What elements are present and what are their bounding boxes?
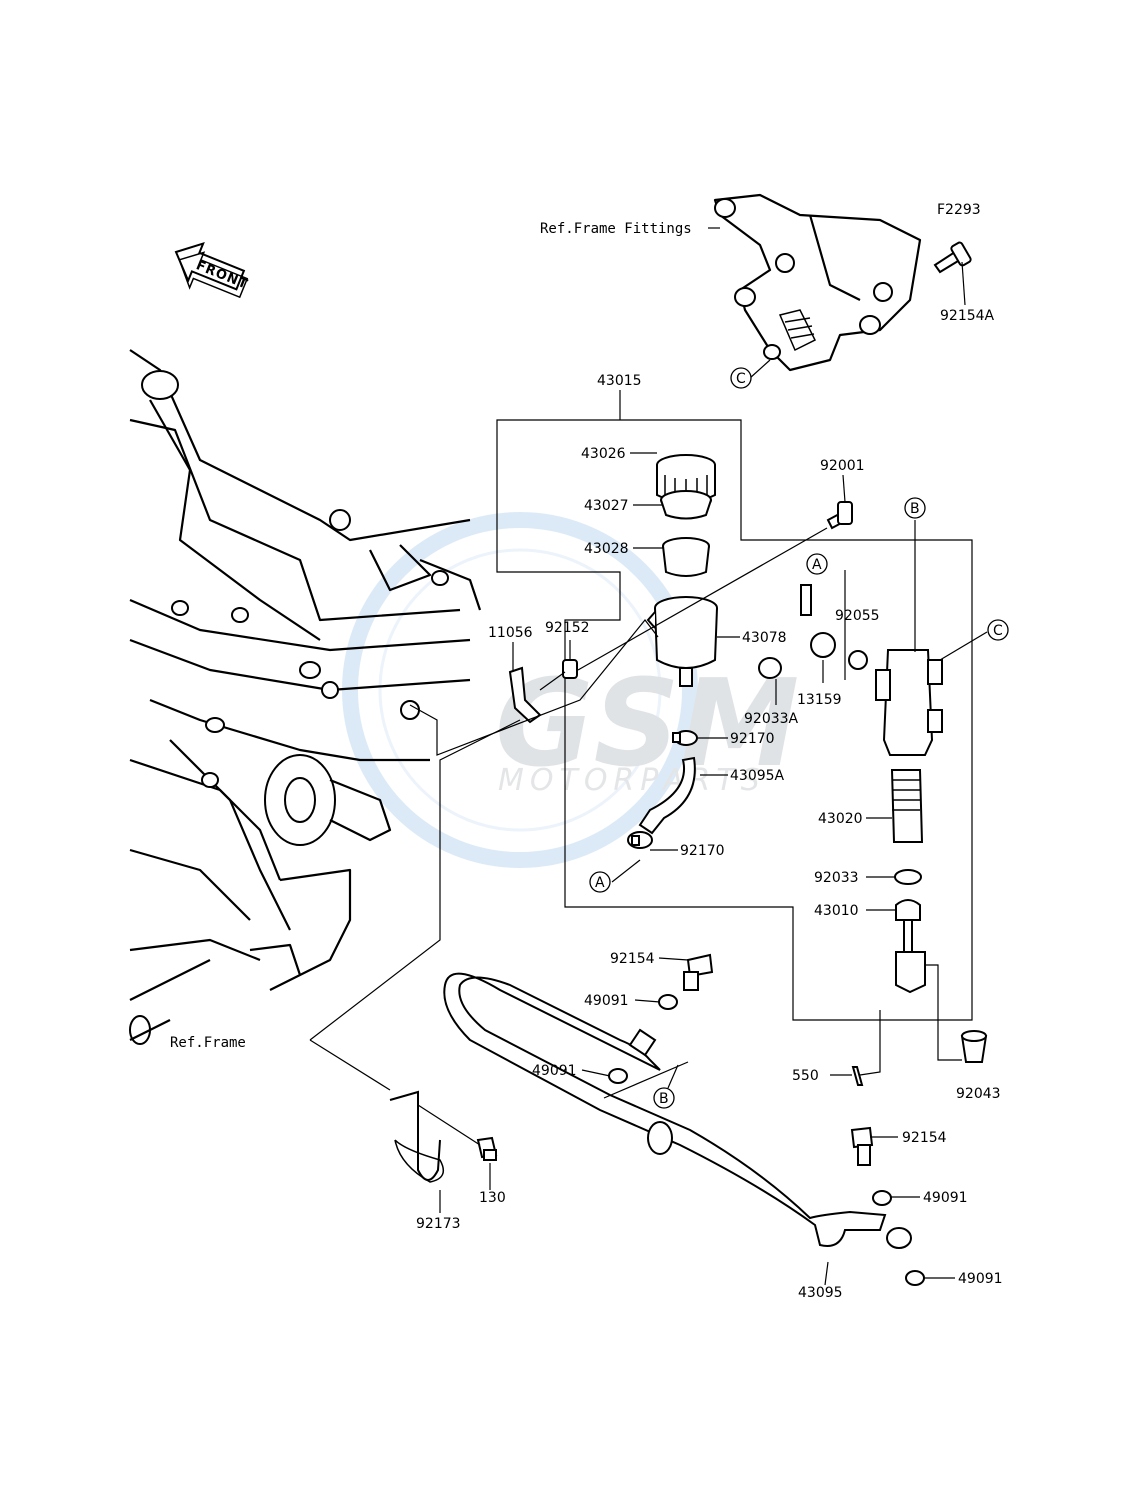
bolt-92154A (933, 241, 972, 274)
part-92033A: 92033A (744, 711, 799, 727)
part-92033: 92033 (814, 870, 859, 886)
part-130: 130 (479, 1190, 506, 1206)
front-arrow-icon: FRONT (174, 241, 250, 299)
banjo-bolt-92154-upper (683, 953, 714, 991)
motorcycle-frame (129, 349, 482, 1045)
clamp-92170-lower (627, 831, 653, 849)
part-92152: 92152 (545, 620, 590, 636)
washer-49091-b (608, 1068, 628, 1084)
pin-92043 (960, 1030, 988, 1063)
cotter-pin-550 (851, 1066, 864, 1086)
part-92001: 92001 (820, 458, 865, 474)
part-92154A: 92154A (940, 308, 995, 324)
watermark-subtitle: MOTORPARTS (498, 763, 766, 798)
watermark-brand: GSM (495, 655, 799, 794)
part-49091-a: 49091 (584, 993, 629, 1009)
fitting-13159 (800, 584, 836, 658)
part-49091-d: 49091 (958, 1271, 1003, 1287)
watermark: GSM MOTORPARTS (342, 512, 799, 868)
bolt-92001 (826, 501, 853, 530)
part-49091-b: 49091 (532, 1063, 577, 1079)
part-43020: 43020 (818, 811, 863, 827)
callout-a-upper: A (806, 553, 828, 575)
master-cylinder-body (875, 649, 943, 756)
circlip-92033A (758, 657, 782, 679)
part-43027: 43027 (584, 498, 629, 514)
o-ring-92055 (848, 650, 868, 670)
part-43095A: 43095A (730, 768, 785, 784)
part-43078: 43078 (742, 630, 787, 646)
washer-49091-d (905, 1270, 925, 1286)
part-43095: 43095 (798, 1285, 843, 1301)
ref-frame-fittings: Ref.Frame Fittings (540, 221, 692, 237)
part-43010: 43010 (814, 903, 859, 919)
brake-hose-43095 (443, 972, 912, 1249)
diaphragm-43028 (662, 537, 710, 577)
banjo-bolt-92154-lower (850, 1126, 874, 1166)
callout-c-upper-label: C (736, 371, 746, 387)
callout-b-upper: B (904, 497, 926, 519)
part-11056: 11056 (488, 625, 533, 641)
callout-a-lower: A (589, 871, 611, 893)
diaphragm-plate-43027 (660, 490, 712, 520)
part-43026: 43026 (581, 446, 626, 462)
part-550: 550 (792, 1068, 819, 1084)
push-rod-43010 (895, 899, 926, 994)
washer-49091-a (658, 994, 678, 1010)
part-43028: 43028 (584, 541, 629, 557)
part-92170-upper: 92170 (730, 731, 775, 747)
circlip-92033 (894, 869, 922, 885)
washer-49091-c (872, 1190, 892, 1206)
part-92170-lower: 92170 (680, 843, 725, 859)
callout-a-lower-label: A (595, 875, 605, 891)
part-49091-c: 49091 (923, 1190, 968, 1206)
part-92043: 92043 (956, 1086, 1001, 1102)
clamp-92170-upper (672, 730, 698, 746)
part-92055: 92055 (835, 608, 880, 624)
part-92154-upper: 92154 (610, 951, 655, 967)
part-43015: 43015 (597, 373, 642, 389)
spacer-92152 (562, 659, 578, 679)
bolt-130 (476, 1136, 498, 1161)
part-92173: 92173 (416, 1216, 461, 1232)
callout-b-lower-label: B (659, 1091, 669, 1107)
part-13159: 13159 (797, 692, 842, 708)
assembly-group-43015 (496, 390, 973, 1021)
ref-frame: Ref.Frame (170, 1035, 246, 1051)
callout-a-upper-label: A (812, 557, 822, 573)
leader-lines (309, 227, 988, 1286)
callout-b-lower: B (653, 1087, 675, 1109)
hose-clamp-92173 (389, 1090, 445, 1183)
part-92154-lower: 92154 (902, 1130, 947, 1146)
callout-b-upper-label: B (910, 501, 920, 517)
callout-c-right: C (987, 619, 1009, 641)
diagram-code: F2293 (937, 202, 981, 218)
frame-fittings-bracket (713, 193, 922, 372)
callout-c-right-label: C (993, 623, 1003, 639)
hose-43095A (638, 756, 696, 835)
push-rod-43020 (890, 769, 924, 843)
callout-c-upper: C (730, 367, 752, 389)
